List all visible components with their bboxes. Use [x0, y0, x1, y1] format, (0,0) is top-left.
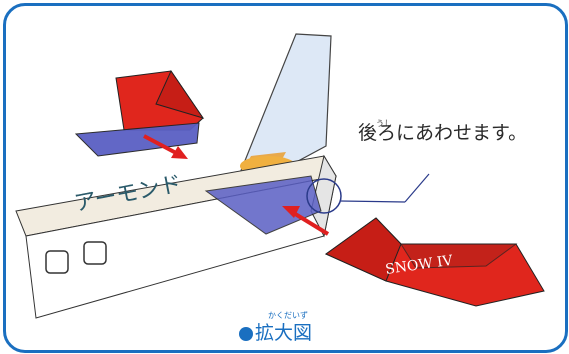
assembly-illustration: アーモンド SNOW IV — [15, 33, 545, 319]
callout-marker — [306, 173, 430, 214]
caption-text: 拡大図 — [255, 322, 313, 344]
callout-ruby: うし — [376, 119, 392, 128]
frame: アーモンド SNOW IV うし 後ろにあわせます。 かくだいず 拡 — [3, 3, 568, 353]
caption: 拡大図 — [239, 324, 312, 343]
right-wing: SNOW IV — [325, 217, 545, 307]
fuselage-box: アーモンド — [15, 154, 337, 319]
bullet-icon — [239, 326, 253, 341]
left-stabilizer — [74, 69, 205, 157]
arrow-right — [282, 206, 330, 236]
caption-ruby: かくだいず — [268, 311, 308, 320]
recycle-icon — [45, 250, 69, 274]
arrow-left — [143, 134, 188, 159]
callout-text: 後ろにあわせます。 — [358, 122, 528, 144]
recycle-icon — [83, 241, 107, 265]
tail-fin — [237, 33, 332, 179]
